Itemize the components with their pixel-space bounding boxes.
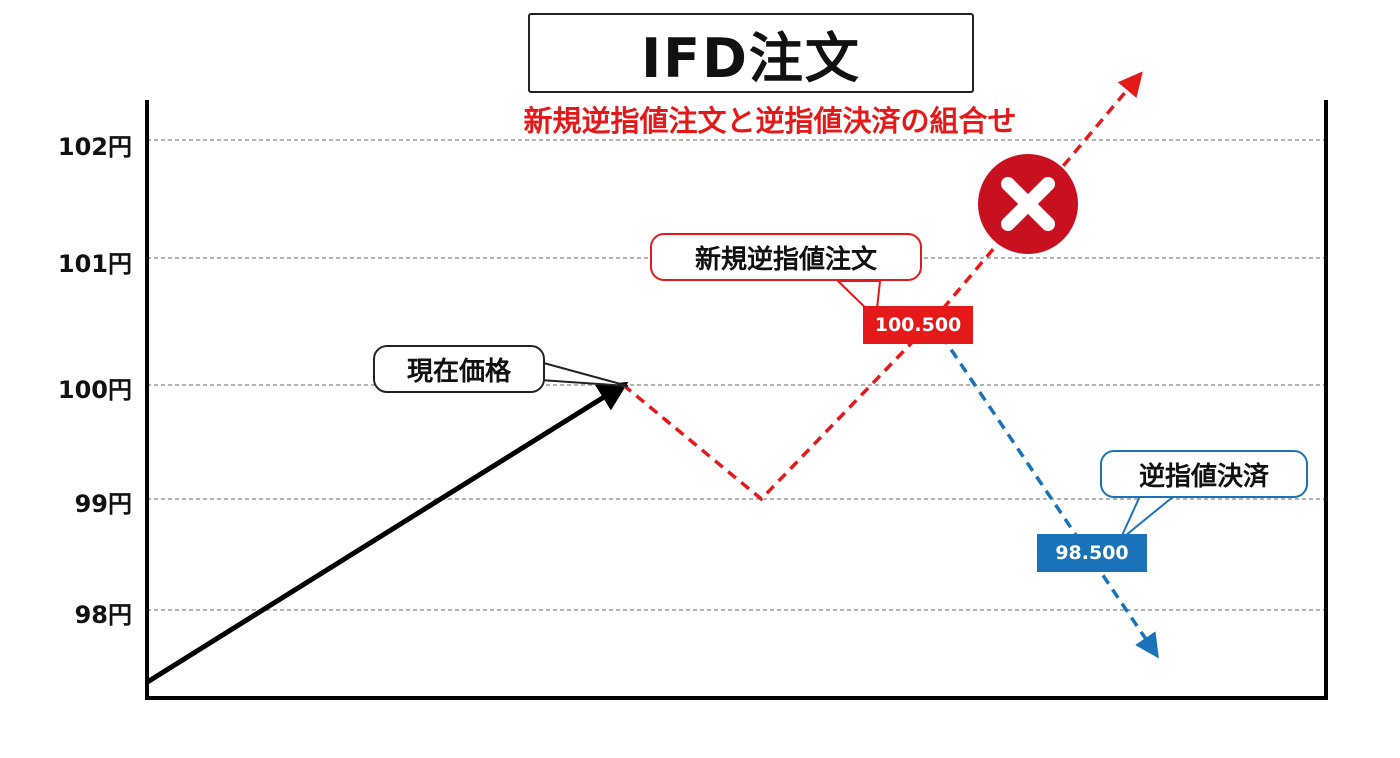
y-tick-label: 101円: [57, 250, 132, 278]
diagram-subtitle: 新規逆指値注文と逆指値決済の組合せ: [523, 104, 1017, 138]
price-history-line: [145, 381, 629, 685]
y-tick-label: 102円: [57, 133, 132, 161]
axes: [145, 100, 1328, 700]
current-price-callout-pointer: [539, 360, 629, 387]
exit-order-callout: 逆指値決済: [1100, 450, 1308, 498]
gridlines: [147, 139, 1326, 611]
exit-price-label: 98.500: [1037, 534, 1147, 572]
entry-order-callout: 新規逆指値注文: [650, 233, 922, 281]
page-title: IFD注文: [528, 13, 974, 93]
y-tick-label: 99円: [74, 490, 132, 518]
cross-icon: [978, 154, 1078, 254]
y-tick-label: 100円: [57, 376, 132, 404]
current-price-callout: 現在価格: [373, 345, 545, 393]
entry-price-label: 100.500: [863, 306, 973, 344]
y-tick-label: 98円: [74, 601, 132, 629]
